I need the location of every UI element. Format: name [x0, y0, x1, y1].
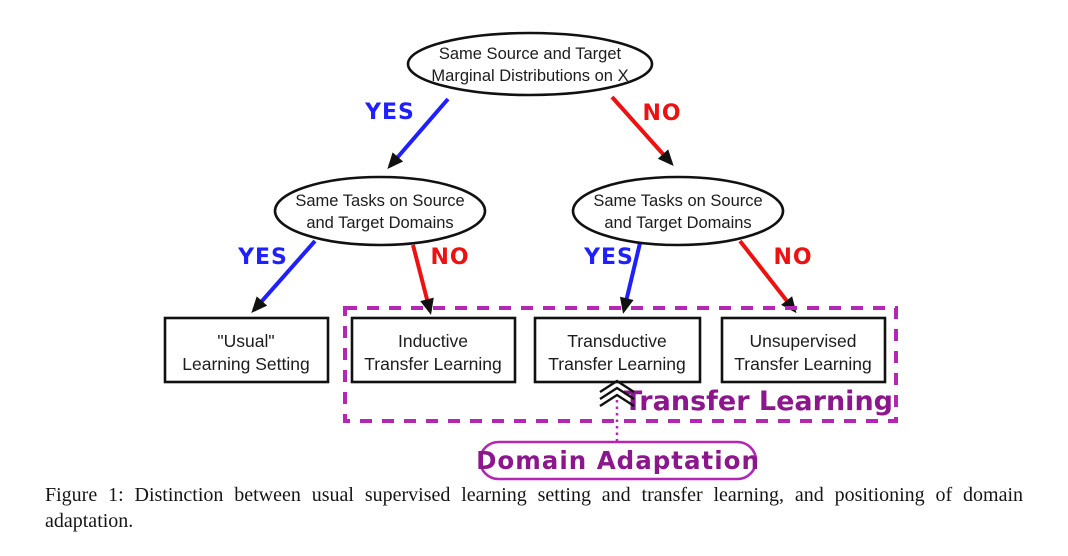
right-label-line1: Same Tasks on Source	[593, 192, 762, 210]
edge-root-yes	[387, 97, 450, 170]
leaf-usual-line1: "Usual"	[217, 331, 274, 351]
edge-label-root-yes: YES	[364, 100, 415, 125]
edge-label-right-yes: YES	[583, 245, 634, 270]
edge-root-no	[610, 95, 674, 166]
leaf-box-inductive	[350, 316, 517, 384]
edge-right-no	[738, 239, 797, 314]
left-label-line2: and Target Domains	[306, 214, 453, 232]
edge-label-left-yes: YES	[237, 245, 288, 270]
decision-ellipse-root	[406, 31, 654, 97]
transfer-learning-group-label: Transfer Learning	[624, 386, 893, 417]
edge-left-yes	[251, 239, 317, 313]
leaf-box-usual	[163, 316, 330, 384]
edge-label-left-no: NO	[430, 245, 469, 270]
decision-ellipse-right	[571, 175, 785, 247]
leaf-unsupervised-line2: Transfer Learning	[734, 354, 871, 374]
right-label-line2: and Target Domains	[604, 214, 751, 232]
decision-ellipse-left	[273, 175, 487, 247]
edge-left-no	[411, 244, 434, 315]
leaf-box-unsupervised	[720, 316, 887, 384]
leaf-inductive-line2: Transfer Learning	[364, 354, 501, 374]
up-chevron-icon	[599, 379, 635, 408]
edge-label-root-no: NO	[642, 101, 681, 126]
figure-caption: Figure 1: Distinction between usual supe…	[0, 482, 1068, 534]
root-label-line2: Marginal Distributions on X	[431, 67, 628, 85]
edge-label-right-no: NO	[773, 245, 812, 270]
root-label-line1: Same Source and Target	[439, 45, 622, 63]
left-label-line1: Same Tasks on Source	[295, 192, 464, 210]
decision-tree-diagram: YES NO YES NO YES NO Transfer Learning S…	[163, 31, 898, 481]
edge-right-yes	[619, 242, 642, 314]
transfer-learning-group-border	[343, 306, 898, 423]
leaf-inductive-line1: Inductive	[398, 331, 468, 351]
leaf-transductive-line1: Transductive	[567, 331, 667, 351]
figure-caption-line2: adaptation.	[45, 510, 134, 532]
leaf-usual-line2: Learning Setting	[182, 354, 309, 374]
domain-adaptation-label: Domain Adaptation	[476, 446, 760, 475]
leaf-unsupervised-line1: Unsupervised	[750, 331, 857, 351]
figure-caption-line1: Figure 1: Distinction between usual supe…	[45, 484, 1023, 506]
domain-adaptation-callout	[478, 440, 758, 481]
leaf-transductive-line2: Transfer Learning	[548, 354, 685, 374]
